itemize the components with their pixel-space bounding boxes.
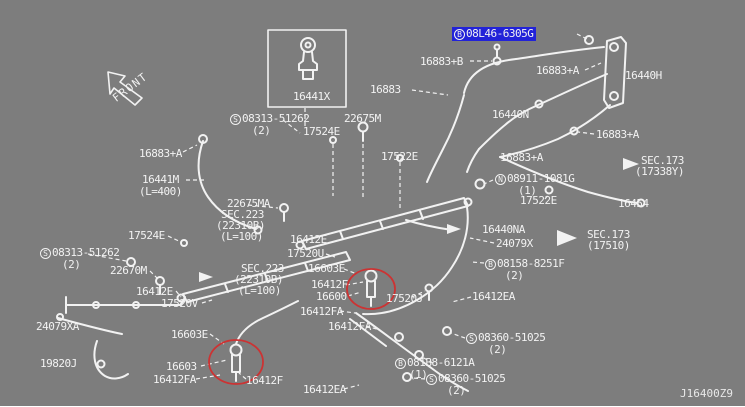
part-label-16441m-length: (L=400): [139, 185, 182, 198]
part-label-17524e-1[interactable]: 17524E: [303, 125, 340, 138]
circled-b-icon: B: [485, 259, 496, 270]
part-label-24079x[interactable]: 24079X: [496, 237, 533, 250]
part-label-16603e-2[interactable]: 16603E: [171, 328, 208, 341]
part-number-text: 08313-51262: [242, 112, 310, 125]
circled-b-icon: B: [395, 358, 406, 369]
part-label-17524e-2[interactable]: 17524E: [128, 229, 165, 242]
part-qty: (2): [62, 258, 81, 271]
part-label-22675ma[interactable]: 22675MA: [227, 197, 270, 210]
sec-ref-223-2-sub: (22310B): [234, 273, 283, 286]
part-label-17522e-1[interactable]: 17522E: [381, 150, 418, 163]
part-label-16883a-3[interactable]: 16883+A: [139, 147, 182, 160]
part-label-16412f-2[interactable]: 16412F: [246, 374, 283, 387]
part-qty: (1): [409, 368, 428, 381]
sec-ref-173-17510: SEC.173: [587, 228, 630, 241]
part-number-text: 08911-1081G: [507, 172, 575, 185]
part-label-16412fa-3[interactable]: 16412FA: [153, 373, 196, 386]
part-label-24079xa[interactable]: 24079XA: [36, 320, 79, 333]
part-label-16440na[interactable]: 16440NA: [482, 223, 525, 236]
sec-ref-173-17338y: SEC.173: [641, 154, 684, 167]
sec-ref-223-1-sub: (22310B): [216, 219, 265, 232]
part-number-text: 081B8-6121A: [407, 356, 475, 369]
part-label-16441m[interactable]: 16441M: [142, 173, 179, 186]
part-label-17522e-2[interactable]: 17522E: [520, 194, 557, 207]
direction-arrow-icons: [199, 158, 639, 282]
part-qty: (2): [252, 124, 271, 137]
sec-ref-223-2-length: (L=100): [238, 284, 281, 297]
part-label-16883a-2[interactable]: 16883+A: [596, 128, 639, 141]
part-label-16603[interactable]: 16603: [166, 360, 197, 373]
part-label-16412ea-2[interactable]: 16412EA: [303, 383, 346, 396]
part-label-16600[interactable]: 16600: [316, 290, 347, 303]
sec-ref-223-1: SEC.223: [221, 208, 264, 221]
part-label-22675m[interactable]: 22675M: [344, 112, 381, 125]
circled-n-icon: N: [495, 174, 506, 185]
sec-ref-223-2: SEC.223: [241, 262, 284, 275]
part-label-17520v[interactable]: 17520V: [161, 297, 198, 310]
part-number-text: 08360-51025: [438, 372, 506, 385]
part-label-16441x[interactable]: 16441X: [293, 90, 330, 103]
part-label-16412fa-2[interactable]: 16412FA: [328, 320, 371, 333]
diagram-code: J16400Z9: [680, 387, 733, 400]
front-arrow-icon: [107, 71, 143, 106]
part-label-19820j[interactable]: 19820J: [40, 357, 77, 370]
part-label-16412fa-1[interactable]: 16412FA: [300, 305, 343, 318]
attention-circle-marks: [208, 268, 396, 385]
circled-b-icon: B: [454, 29, 465, 40]
part-label-16440n[interactable]: 16440N: [492, 108, 529, 121]
part-label-22670m[interactable]: 22670M: [110, 264, 147, 277]
part-label-16883b[interactable]: 16883+B: [420, 55, 463, 68]
circled-s-icon: S: [40, 248, 51, 259]
part-label-16412f-1[interactable]: 16412F: [311, 278, 348, 291]
part-qty: (2): [488, 343, 507, 356]
part-label-16412e-2[interactable]: 16412E: [136, 285, 173, 298]
part-label-16440h[interactable]: 16440H: [625, 69, 662, 82]
part-label-16603e-1[interactable]: 16603E: [308, 262, 345, 275]
part-label-16412ea-1[interactable]: 16412EA: [472, 290, 515, 303]
part-qty: (1): [518, 184, 537, 197]
circled-s-icon: S: [230, 114, 241, 125]
sec-ref-173-17510-sub: (17510): [587, 239, 630, 252]
part-label-17520u[interactable]: 17520U: [287, 247, 324, 260]
part-number-text: 08313-51262: [52, 246, 120, 259]
part-number-text: 08158-8251F: [497, 257, 565, 270]
part-qty: (2): [505, 269, 524, 282]
part-label-16454[interactable]: 16454: [618, 197, 649, 210]
part-label-16883a-4[interactable]: 16883+A: [500, 151, 543, 164]
part-qty: (2): [447, 384, 466, 397]
part-label-16412e-1[interactable]: 16412E: [290, 233, 327, 246]
part-label-17520j[interactable]: 17520J: [386, 292, 423, 305]
circled-s-icon: S: [466, 333, 477, 344]
part-label-16883a-1[interactable]: 16883+A: [536, 64, 579, 77]
leader-lines: [87, 33, 602, 390]
circled-s-icon: S: [426, 374, 437, 385]
sec-ref-223-1-length: (L=100): [220, 230, 263, 243]
part-number-text: 08360-51025: [478, 331, 546, 344]
sec-ref-173-17338y-sub: (17338Y): [635, 165, 684, 178]
pipes-and-fittings: [56, 29, 646, 392]
part-number-text: 08L46-6305G: [466, 27, 534, 40]
part-label-16883[interactable]: 16883: [370, 83, 401, 96]
